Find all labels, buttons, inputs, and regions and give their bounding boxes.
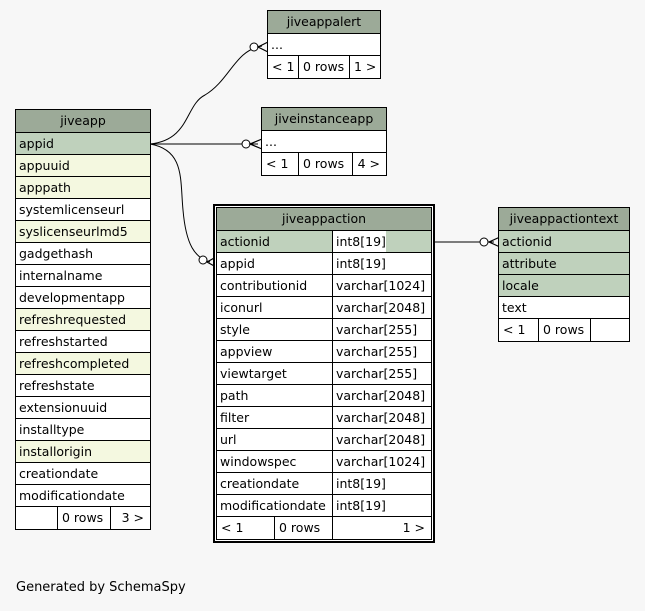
column-type: varchar[2048] (336, 388, 426, 403)
footer-children: 1 > (402, 520, 425, 535)
column-name: url (217, 429, 333, 450)
column-refreshrequested: refreshrequested (16, 309, 150, 331)
edge-jiveapp-jiveappalert (149, 45, 263, 145)
footer-parents: < 1 (262, 153, 299, 175)
table-footer: 0 rows 3 > (16, 507, 150, 529)
column-gadgethash: gadgethash (16, 243, 150, 265)
column-type: varchar[2048] (336, 432, 426, 447)
column-developmentapp: developmentapp (16, 287, 150, 309)
column-name: path (217, 385, 333, 406)
footer-rows: 0 rows (275, 517, 333, 539)
column-type: int8[19] (336, 256, 386, 271)
footer-parents: < 1 (217, 517, 275, 539)
table-title: jiveappalert (268, 11, 380, 34)
column-locale: locale (499, 275, 629, 297)
footer-rows: 0 rows (299, 56, 350, 78)
column-type: int8[19] (333, 231, 386, 252)
column-systemlicenseurl: systemlicenseurl (16, 199, 150, 221)
column-type: varchar[255] (336, 322, 418, 337)
table-footer: < 1 0 rows (499, 319, 629, 341)
column-type: varchar[1024] (336, 278, 426, 293)
column-name: windowspec (217, 451, 333, 472)
column-extensionuuid: extensionuuid (16, 397, 150, 419)
footer-parents (16, 507, 58, 529)
column-installtype: installtype (16, 419, 150, 441)
column-actionid: actionid (499, 231, 629, 253)
footer-children: 1 > (354, 59, 377, 74)
column-type: int8[19] (336, 498, 386, 513)
column-internalname: internalname (16, 265, 150, 287)
column-name: viewtarget (217, 363, 333, 384)
table-footer: < 1 0 rows 1 > (217, 517, 431, 539)
column-type: varchar[255] (336, 344, 418, 359)
footer-parents: < 1 (499, 319, 539, 341)
table-title: jiveappactiontext (499, 208, 629, 231)
table-row: ... (268, 34, 380, 56)
generated-by-label: Generated by SchemaSpy (16, 580, 186, 595)
column-text: text (499, 297, 629, 319)
table-title: jiveapp (16, 110, 150, 133)
table-title: jiveappaction (217, 208, 431, 231)
column-name: iconurl (217, 297, 333, 318)
column-name: appview (217, 341, 333, 362)
edge-jiveapp-jiveappaction (149, 143, 211, 263)
column-attribute: attribute (499, 253, 629, 275)
table-jiveappalert[interactable]: jiveappalert ... < 1 0 rows 1 > (267, 10, 381, 79)
table-footer: < 1 0 rows 4 > (262, 153, 386, 175)
column-name: contributionid (217, 275, 333, 296)
column-name: appid (217, 253, 333, 274)
column-name: style (217, 319, 333, 340)
column-type: varchar[255] (336, 366, 418, 381)
footer-children: 3 > (121, 510, 144, 525)
column-refreshstate: refreshstate (16, 375, 150, 397)
footer-children: 4 > (357, 156, 380, 171)
footer-rows: 0 rows (539, 319, 591, 341)
column-name: creationdate (217, 473, 333, 494)
table-jiveinstanceapp[interactable]: jiveinstanceapp ... < 1 0 rows 4 > (261, 107, 387, 176)
table-title: jiveinstanceapp (262, 108, 386, 131)
column-type: varchar[1024] (336, 454, 426, 469)
table-footer: < 1 0 rows 1 > (268, 56, 380, 78)
footer-rows: 0 rows (58, 507, 111, 529)
column-name: filter (217, 407, 333, 428)
column-apppath: apppath (16, 177, 150, 199)
column-type: int8[19] (336, 476, 386, 491)
column-type: varchar[2048] (336, 300, 426, 315)
column-type: varchar[2048] (336, 410, 426, 425)
column-refreshcompleted: refreshcompleted (16, 353, 150, 375)
column-modificationdate: modificationdate (16, 485, 150, 507)
footer-rows: 0 rows (299, 153, 353, 175)
column-name: modificationdate (217, 495, 333, 516)
column-appuuid: appuuid (16, 155, 150, 177)
column-name: actionid (217, 231, 333, 252)
table-row: ... (262, 131, 386, 153)
footer-parents: < 1 (268, 56, 299, 78)
column-installorigin: installorigin (16, 441, 150, 463)
column-creationdate: creationdate (16, 463, 150, 485)
column-syslicenseurlmd5: syslicenseurlmd5 (16, 221, 150, 243)
column-appid: appid (16, 133, 150, 155)
footer-children (591, 319, 629, 341)
column-refreshstarted: refreshstarted (16, 331, 150, 353)
